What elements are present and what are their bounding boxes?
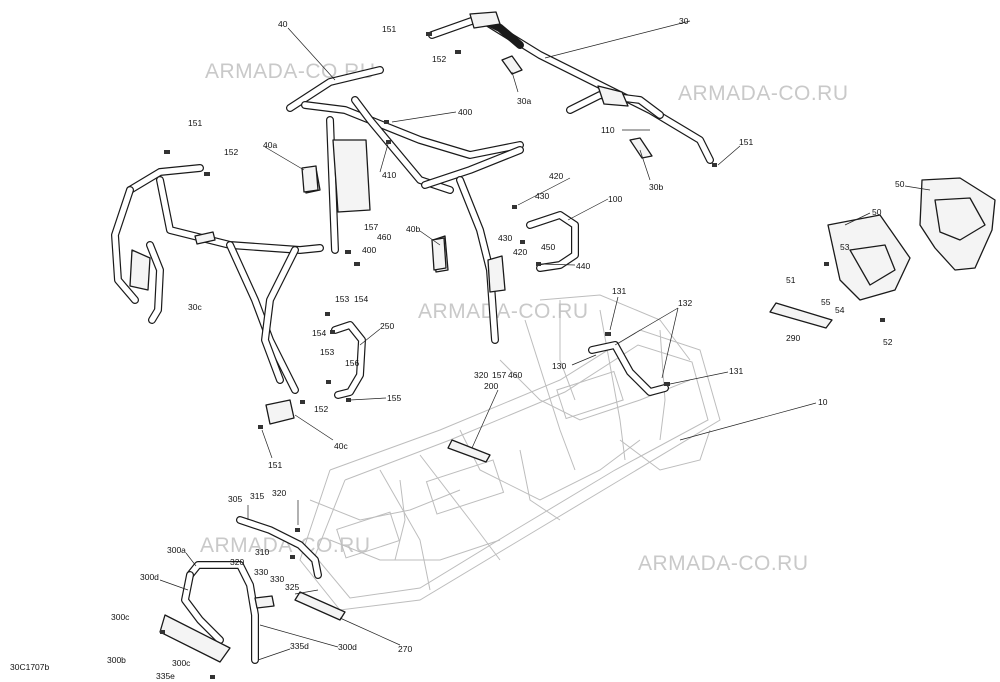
grab-handle-100	[526, 211, 579, 272]
callout-155: 155	[387, 393, 401, 403]
callout-305: 305	[228, 494, 242, 504]
callout-440: 440	[576, 261, 590, 271]
callout-154-b: 154	[312, 328, 326, 338]
callout-110: 110	[601, 125, 615, 135]
callout-51: 51	[786, 275, 796, 285]
callout-30b: 30b	[649, 182, 663, 192]
callout-152-c: 152	[314, 404, 328, 414]
callout-130: 130	[552, 361, 566, 371]
callout-320-b: 320	[272, 488, 286, 498]
callout-151-d: 151	[739, 137, 753, 147]
callout-420: 420	[549, 171, 563, 181]
callout-300a: 300a	[167, 545, 186, 555]
callout-157: 157	[364, 222, 378, 232]
callout-100: 100	[608, 194, 622, 204]
callout-54: 54	[835, 305, 845, 315]
callout-320-a: 320	[474, 370, 488, 380]
callout-300c: 300c	[111, 612, 130, 622]
callout-400-a: 400	[458, 107, 472, 117]
callout-430-a: 430	[535, 191, 549, 201]
callout-153-a: 153	[335, 294, 349, 304]
callout-151-c: 151	[268, 460, 282, 470]
callout-40b: 40b	[406, 224, 420, 234]
callout-30a: 30a	[517, 96, 531, 106]
callout-460-b: 460	[508, 370, 522, 380]
callout-40c: 40c	[334, 441, 348, 451]
callout-300b: 300b	[107, 655, 126, 665]
callout-325: 325	[285, 582, 299, 592]
roll-cage-top	[428, 11, 714, 164]
rear-cage-300	[159, 516, 346, 664]
callout-53: 53	[840, 242, 850, 252]
callout-156: 156	[345, 358, 359, 368]
fasteners	[160, 32, 885, 679]
callout-300d: 300d	[140, 572, 159, 582]
bar-130	[588, 341, 669, 396]
callout-152-a: 152	[432, 54, 446, 64]
callout-153-b: 153	[320, 347, 334, 357]
watermark-2: ARMADA-CO.RU	[678, 82, 849, 105]
callout-132: 132	[678, 298, 692, 308]
diagram-reference-code: 30C1707b	[10, 662, 50, 672]
callout-270: 270	[398, 644, 412, 654]
callout-154-a: 154	[354, 294, 368, 304]
callout-420-b: 420	[513, 247, 527, 257]
callout-40: 40	[278, 19, 288, 29]
callout-10: 10	[818, 397, 828, 407]
callout-335e: 335e	[156, 671, 175, 681]
callout-151-b: 151	[188, 118, 202, 128]
callout-250: 250	[380, 321, 394, 331]
callout-40a: 40a	[263, 140, 277, 150]
callout-450: 450	[541, 242, 555, 252]
callout-157-b: 157	[492, 370, 506, 380]
callout-335d: 335d	[290, 641, 309, 651]
callout-315: 315	[250, 491, 264, 501]
callout-50-a: 50	[895, 179, 905, 189]
callout-131-b: 131	[729, 366, 743, 376]
callout-30: 30	[679, 16, 689, 26]
callout-300d-2: 300d	[338, 642, 357, 652]
callout-460: 460	[377, 232, 391, 242]
leader-lines	[159, 20, 931, 661]
callout-152-b: 152	[224, 147, 238, 157]
callout-310: 310	[255, 547, 269, 557]
callout-410: 410	[382, 170, 396, 180]
callout-330-b: 330	[270, 574, 284, 584]
callout-55: 55	[821, 297, 831, 307]
callout-200: 200	[484, 381, 498, 391]
watermark-4: ARMADA-CO.RU	[638, 552, 809, 575]
callout-52: 52	[883, 337, 893, 347]
callout-30c: 30c	[188, 302, 202, 312]
roll-cage-front	[111, 164, 324, 394]
callout-50-b: 50	[872, 207, 882, 217]
watermark-5: ARMADA-CO.RU	[200, 534, 371, 557]
watermark-3: ARMADA-CO.RU	[418, 300, 589, 323]
watermarks: ARMADA-CO.RU ARMADA-CO.RU ARMADA-CO.RU A…	[200, 60, 849, 575]
callout-400-b: 400	[362, 245, 376, 255]
callout-151-a: 151	[382, 24, 396, 34]
callout-290: 290	[786, 333, 800, 343]
grab-handle-250	[331, 321, 366, 399]
callout-labels: 30 30a 110 30b 151 151 152 40 400 410 15…	[107, 16, 905, 681]
bracket-50	[769, 177, 996, 329]
callout-430-b: 430	[498, 233, 512, 243]
callout-320-c: 320	[230, 557, 244, 567]
callout-131-a: 131	[612, 286, 626, 296]
callout-330-a: 330	[254, 567, 268, 577]
callout-300c-2: 300c	[172, 658, 191, 668]
